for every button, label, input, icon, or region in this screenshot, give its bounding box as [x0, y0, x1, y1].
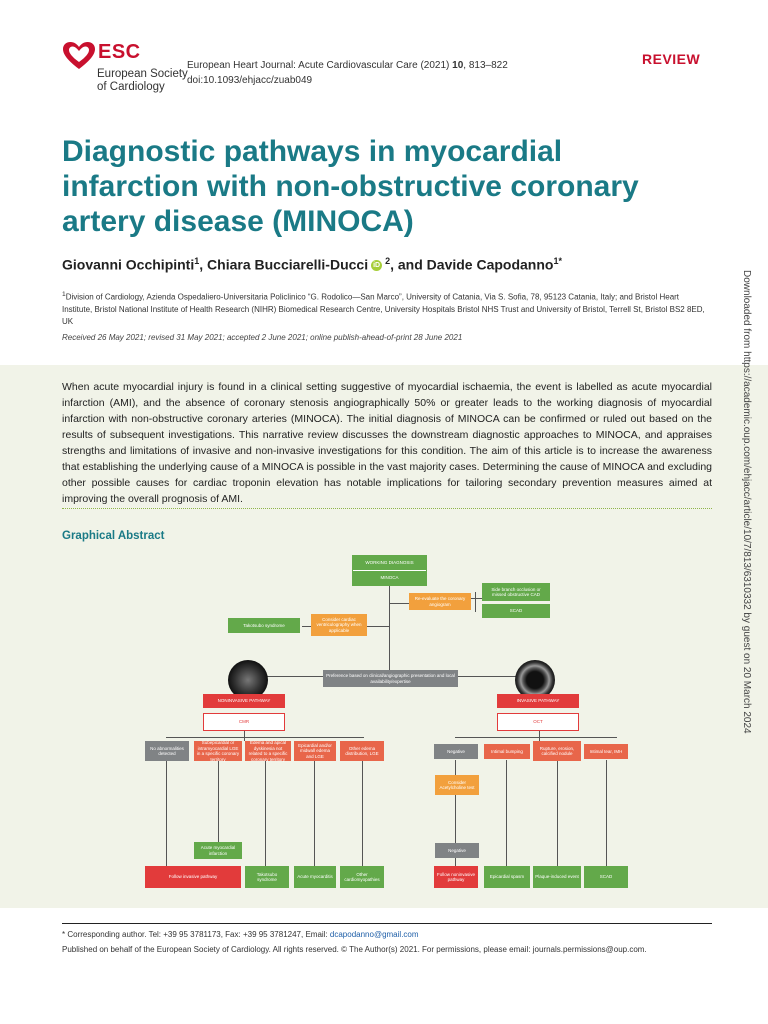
- connector-line: [362, 760, 363, 866]
- affiliations: 1Division of Cardiology, Azienda Ospedal…: [62, 289, 710, 328]
- author-affiliation-mark: 1*: [553, 256, 562, 266]
- subepicardial-lge-box: Subepicardial or intramyocardial LGE in …: [194, 740, 242, 762]
- author-name: Davide Capodanno: [426, 256, 554, 273]
- orcid-icon[interactable]: iD: [371, 260, 383, 272]
- takotsubo-bottom-box: Takotsubo syndrome: [245, 866, 289, 888]
- article-type-label: REVIEW: [642, 51, 701, 67]
- author-list: Giovanni Occhipinti1, Chiara Bucciarelli…: [62, 256, 562, 273]
- oct-box: OCT: [497, 713, 579, 731]
- author-name: Giovanni Occhipinti: [62, 256, 195, 273]
- connector-line: [606, 760, 607, 866]
- intimal-tear-box: Intimal tear, IMH: [584, 744, 628, 759]
- author-name: Chiara Bucciarelli-Ducci: [207, 256, 369, 273]
- download-watermark: Downloaded from https://academic.oup.com…: [738, 270, 754, 780]
- footer-divider: [62, 923, 712, 924]
- journal-doi[interactable]: doi:10.1093/ehjacc/zuab049: [187, 75, 313, 86]
- epicardial-edema-box: Epicardial and/or midwall edema and LGE: [294, 741, 336, 761]
- received-dates: Received 26 May 2021; revised 31 May 202…: [62, 333, 463, 342]
- other-edema-box: Other edema distribution, LGE: [340, 741, 384, 761]
- oct-image: [515, 660, 555, 700]
- preference-box: Preference based on clinical/angiographi…: [323, 670, 458, 687]
- connector-line: [389, 603, 409, 604]
- corresponding-author-text: * Corresponding author. Tel: +39 95 3781…: [62, 930, 330, 939]
- author-separator: ,: [199, 256, 208, 273]
- acute-myocarditis-box: Acute myocarditis: [294, 866, 336, 888]
- cmr-box: CMR: [203, 713, 285, 731]
- acute-mi-box: Acute myocardial infarction: [194, 842, 242, 859]
- takotsubo-top-box: Takotsubo syndrome: [228, 618, 300, 633]
- connector-line: [244, 731, 245, 741]
- publisher-note: Published on behalf of the European Soci…: [62, 945, 647, 954]
- consider-acetylcholine-box: Consider Acetylcholine test: [435, 775, 479, 795]
- download-watermark-text: Downloaded from https://academic.oup.com…: [741, 270, 752, 734]
- epicardial-spasm-box: Epicardial spasm: [484, 866, 530, 888]
- author-email-link[interactable]: dcapodanno@gmail.com: [329, 930, 419, 939]
- noninvasive-pathway-box: NONINVASIVE PATHWAY: [203, 694, 285, 708]
- connector-line: [166, 760, 167, 866]
- article-title: Diagnostic pathways in myocardial infarc…: [62, 135, 639, 238]
- follow-invasive-box: Follow invasive pathway: [145, 866, 241, 888]
- connector-line: [314, 760, 315, 866]
- rupture-erosion-box: Rupture, erosion, calcified nodule: [533, 741, 581, 761]
- connector-line: [539, 731, 540, 741]
- minoca-label: MINOCA: [353, 571, 426, 585]
- graphical-abstract-heading: Graphical Abstract: [62, 530, 165, 542]
- connector-line: [475, 592, 476, 612]
- intimal-bumping-box: Intimal bumping: [484, 744, 530, 759]
- journal-pages: , 813–822: [463, 60, 508, 71]
- scad-top-box: SCAD: [482, 604, 550, 618]
- side-branch-box: Side branch occlusion or missed obstruct…: [482, 583, 550, 601]
- connector-line: [455, 760, 456, 866]
- connector-line: [506, 760, 507, 866]
- connector-line: [470, 598, 482, 599]
- consider-ventriculography-box: Consider cardiac ventriculography when a…: [311, 614, 367, 636]
- esc-heart-logo-icon: [63, 42, 95, 69]
- affiliation-mark: 1: [62, 291, 66, 298]
- no-abnormalities-box: No abnormalities detected: [145, 741, 189, 761]
- author-affiliation-mark: 1: [194, 256, 200, 266]
- abstract-text: When acute myocardial injury is found in…: [62, 381, 712, 505]
- cmr-image: [228, 660, 268, 700]
- follow-noninvasive-box: Follow noninvasive pathway: [434, 866, 478, 888]
- plaque-induced-box: Plaque-induced event: [533, 866, 581, 888]
- other-cardiomyopathies-box: Other cardiomyopathies: [340, 866, 384, 888]
- journal-citation: European Heart Journal: Acute Cardiovasc…: [187, 58, 508, 88]
- section-divider: [62, 508, 712, 509]
- reevaluate-box: Re-evaluate the coronary angiogram: [409, 593, 471, 610]
- connector-line: [389, 586, 390, 670]
- connector-line: [557, 760, 558, 866]
- journal-volume: 10: [452, 60, 464, 71]
- abstract-section: [0, 365, 768, 908]
- connector-line: [166, 737, 364, 738]
- author-affiliation-mark: 2: [385, 256, 391, 266]
- corresponding-author: * Corresponding author. Tel: +39 95 3781…: [62, 930, 419, 939]
- connector-line: [455, 737, 617, 738]
- negative-oct-box: Negative: [434, 744, 478, 759]
- edema-apical-box: Edema and apical dyskinesia not related …: [245, 740, 291, 762]
- scad-bottom-box: SCAD: [584, 866, 628, 888]
- working-diagnosis-label: WORKING DIAGNOSIS: [353, 556, 426, 571]
- negative-ach-box: Negative: [435, 843, 479, 858]
- working-diagnosis-box: WORKING DIAGNOSIS MINOCA: [352, 555, 427, 586]
- affiliations-text: Division of Cardiology, Azienda Ospedali…: [62, 292, 705, 326]
- author-separator: , and: [390, 256, 427, 273]
- journal-name: European Heart Journal: Acute Cardiovasc…: [187, 60, 453, 71]
- connector-line: [265, 760, 266, 866]
- esc-logo-text: ESC: [98, 41, 141, 63]
- connector-line: [218, 760, 219, 842]
- esc-logo-subtitle: European Society of Cardiology: [97, 68, 188, 93]
- invasive-pathway-box: INVASIVE PATHWAY: [497, 694, 579, 708]
